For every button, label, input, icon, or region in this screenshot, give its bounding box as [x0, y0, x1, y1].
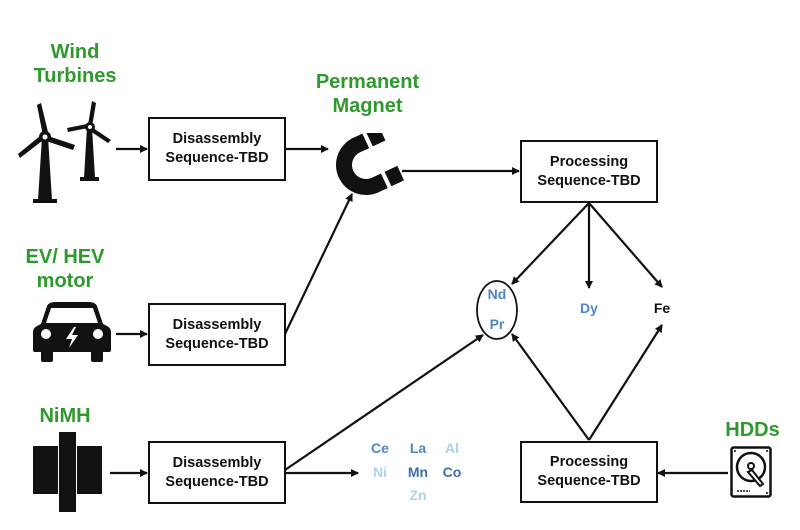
electric-car-icon: [33, 302, 111, 362]
wind-turbine-icon: [18, 101, 111, 203]
box-text: Processing: [549, 454, 629, 470]
source-label-line: EV/ HEV: [25, 246, 105, 268]
magnet-label-line: Magnet: [332, 95, 403, 117]
source-label-line: Wind: [50, 41, 100, 63]
element-dy: Dy: [580, 300, 598, 316]
element-nd: Nd: [487, 286, 507, 302]
source-label-wind: Wind Turbines: [20, 40, 130, 88]
element-ce: Ce: [371, 440, 389, 456]
disassembly-box-nimh: Disassembly Sequence-TBD: [148, 441, 286, 504]
magnet-label-line: Permanent: [315, 71, 420, 93]
source-label-nimh: NiMH: [25, 404, 105, 428]
disassembly-box-wind: Disassembly Sequence-TBD: [148, 117, 286, 181]
box-text: Sequence-TBD: [165, 150, 269, 166]
battery-icon: [33, 432, 102, 512]
processing-box-hdd: Processing Sequence-TBD: [520, 441, 658, 503]
element-fe: Fe: [653, 300, 671, 316]
box-text: Sequence-TBD: [165, 335, 269, 352]
arrow-processing-to-ndpr: [511, 202, 590, 285]
ndpr-ellipse: [476, 280, 518, 340]
source-label-line: Turbines: [33, 65, 117, 87]
element-mn: Mn: [407, 464, 429, 480]
box-text: Sequence-TBD: [537, 473, 641, 489]
box-text: Sequence-TBD: [537, 172, 641, 189]
element-co: Co: [442, 464, 462, 480]
source-label-line: motor: [36, 270, 94, 292]
box-text: Disassembly: [172, 131, 262, 147]
box-text: Processing: [549, 153, 629, 170]
source-label-hdd: HDDs: [715, 418, 790, 442]
element-zn: Zn: [409, 487, 427, 503]
arrow-nimh-to-ndpr: [284, 334, 484, 471]
magnet-icon: [336, 133, 405, 195]
element-al: Al: [445, 440, 459, 456]
arrow-processing-to-fe: [588, 202, 663, 288]
element-ni: Ni: [373, 464, 387, 480]
element-la: La: [409, 440, 427, 456]
processing-box-magnet: Processing Sequence-TBD: [520, 140, 658, 203]
arrow-disassembly-ev-to-magnet: [284, 193, 353, 335]
element-pr: Pr: [489, 316, 505, 332]
disassembly-box-ev: Disassembly Sequence-TBD: [148, 303, 286, 366]
box-text: Disassembly: [172, 454, 262, 471]
source-label-line: NiMH: [39, 405, 91, 427]
arrow-hdd-processing-to-ndpr: [511, 333, 590, 441]
arrow-hdd-processing-to-fe: [588, 324, 663, 441]
magnet-label: Permanent Magnet: [300, 70, 435, 118]
source-label-line: HDDs: [725, 419, 780, 441]
box-text: Disassembly: [172, 316, 262, 333]
box-text: Sequence-TBD: [165, 473, 269, 490]
hard-drive-icon: [730, 446, 772, 498]
source-label-ev: EV/ HEV motor: [15, 245, 115, 293]
